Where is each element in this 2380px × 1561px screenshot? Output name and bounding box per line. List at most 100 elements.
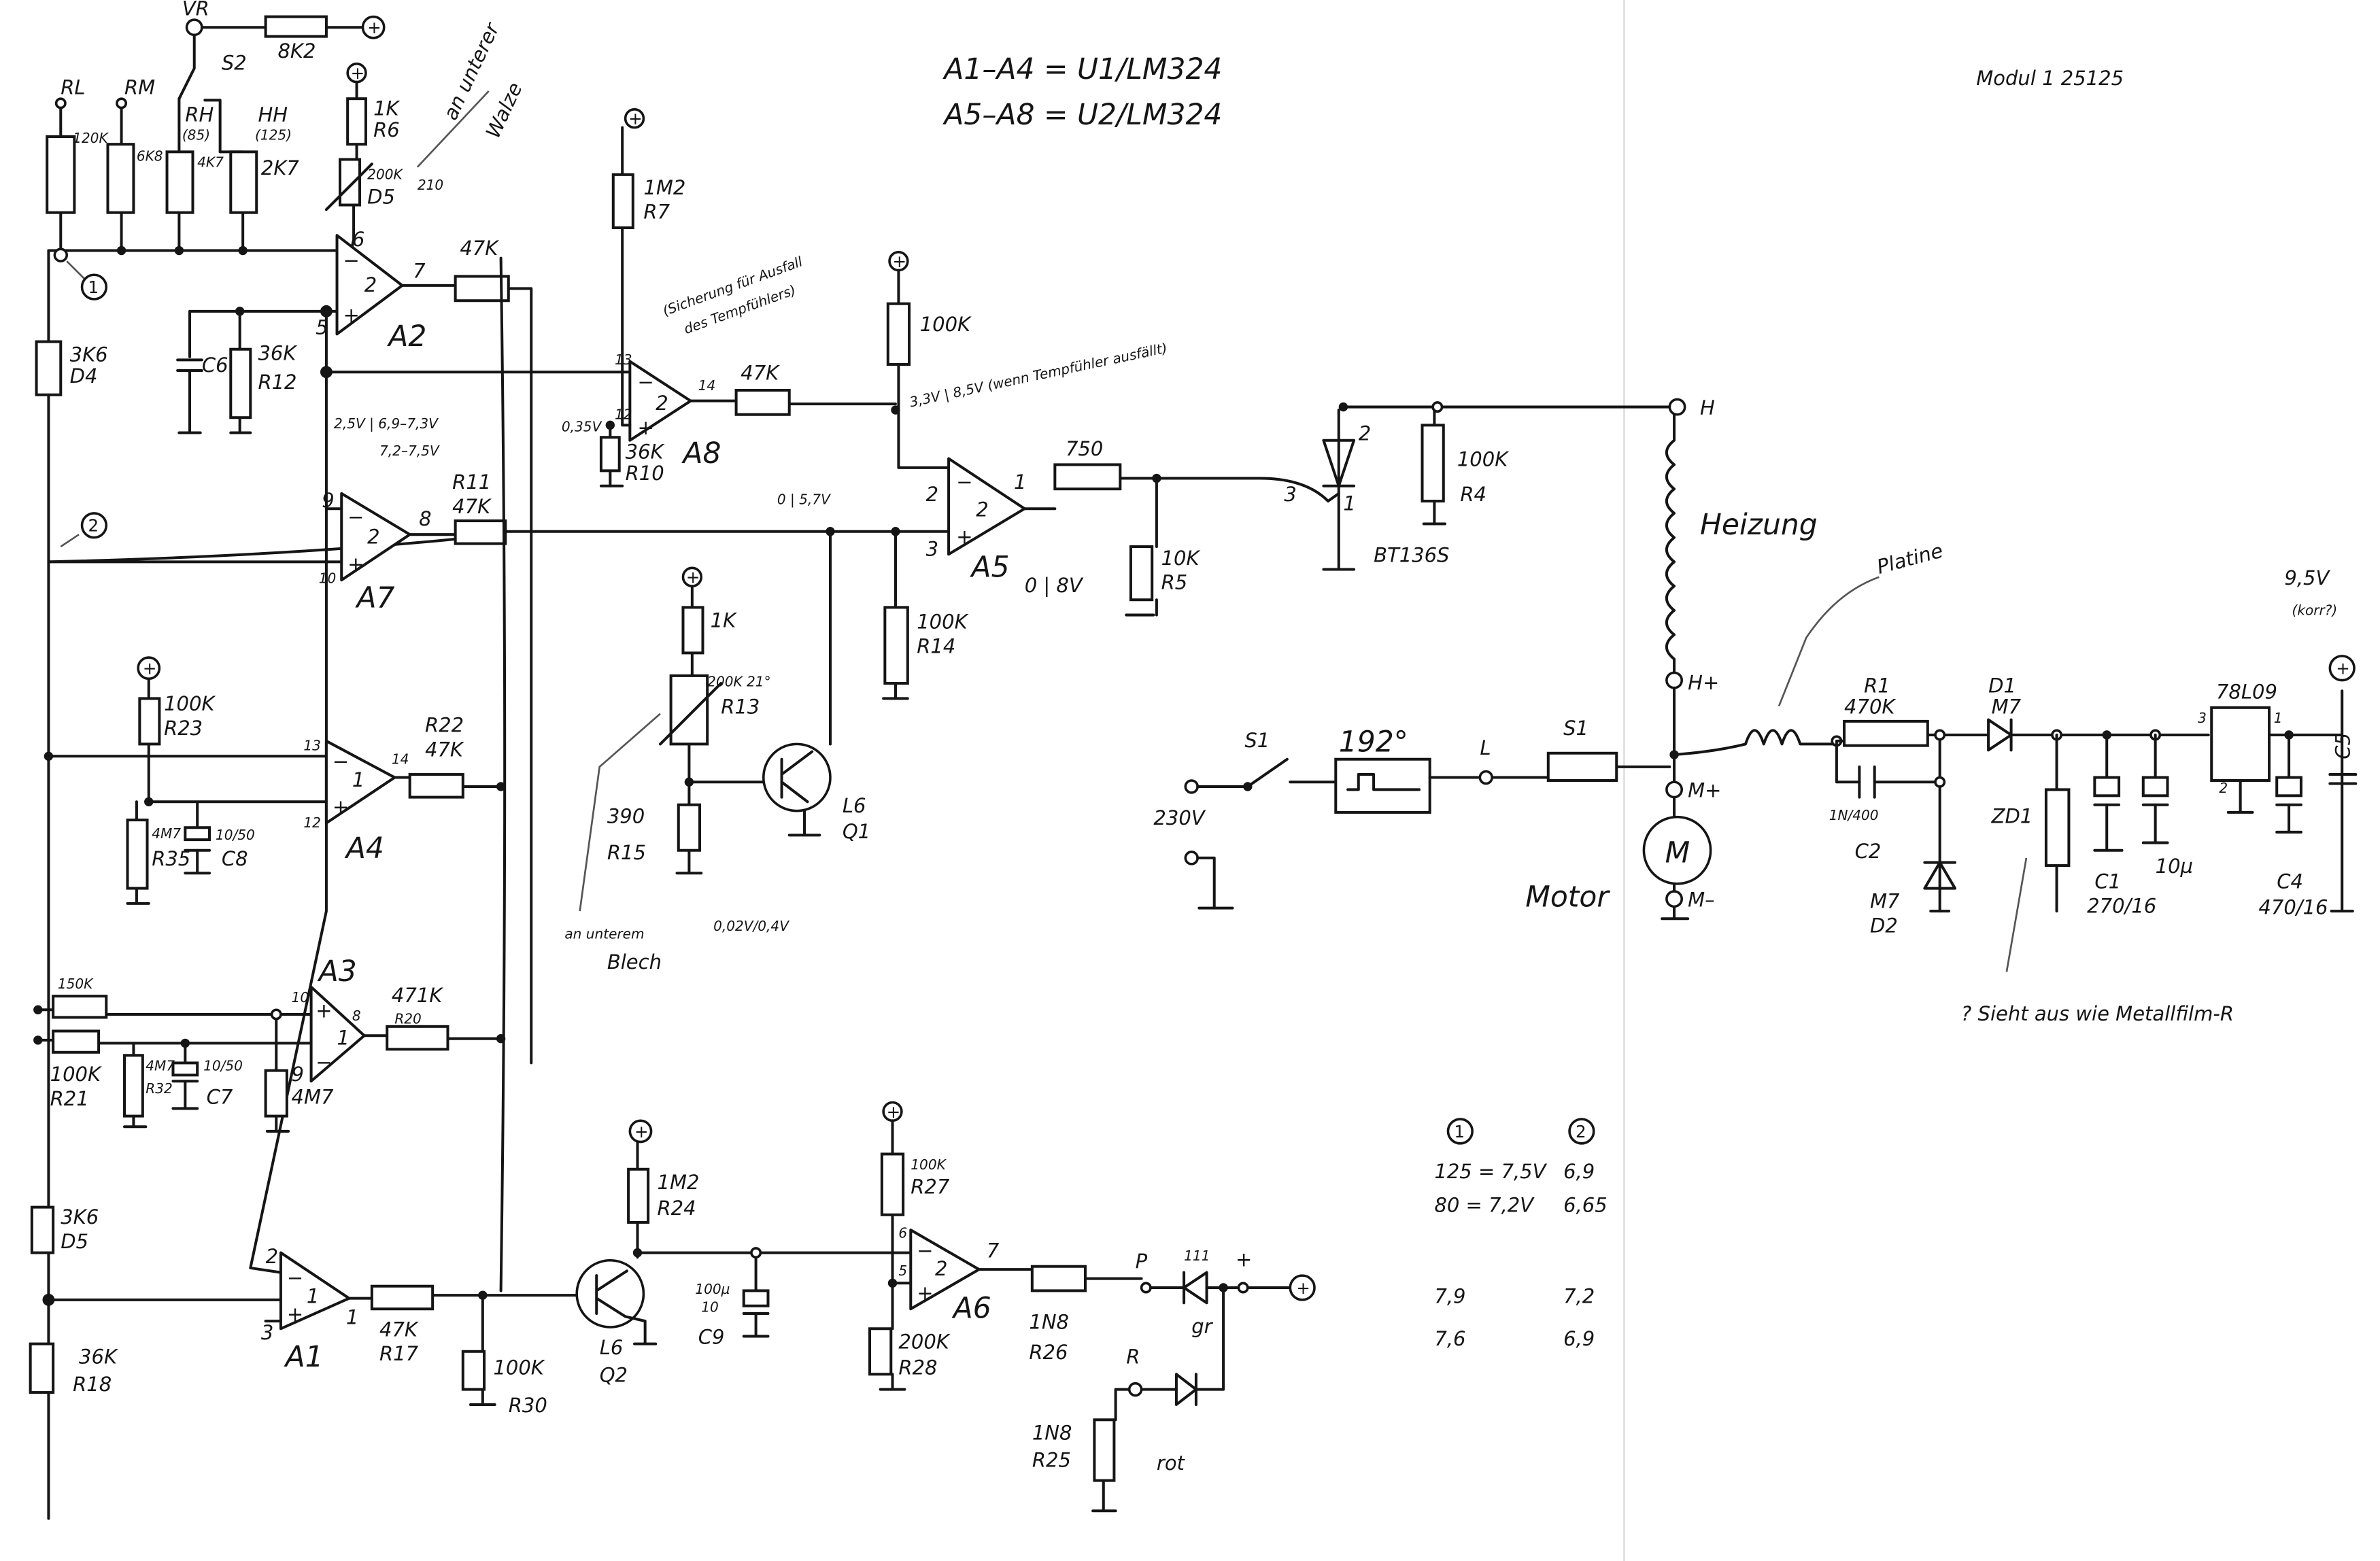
c9-value-2: 10 (701, 1299, 719, 1316)
table-cell: 7,6 (1434, 1327, 1465, 1350)
resistor-d5 (30, 1205, 55, 1254)
plus-symbol: + (628, 109, 643, 128)
r18-label: R18 (73, 1373, 112, 1396)
triac-pin-2: 2 (1359, 422, 1371, 445)
minus-sign: − (343, 249, 359, 272)
a2-unit: 2 (364, 273, 377, 296)
plus-supply-icon (361, 15, 386, 39)
plus-symbol: + (143, 659, 157, 679)
r6-label: R6 (373, 118, 400, 141)
rh-value: 4K7 (197, 154, 224, 171)
a7-unit: 2 (367, 526, 379, 549)
resistor-r12 (229, 347, 252, 419)
minus-sign: − (917, 1239, 933, 1262)
a7-pin-10: 10 (319, 570, 337, 587)
resistor-r21 (52, 1029, 101, 1054)
terminal-h (1668, 398, 1686, 416)
terminal-h-plus (1665, 671, 1683, 689)
terminal-m-minus (1665, 890, 1683, 908)
a4-label: A4 (344, 832, 384, 865)
rl-label: RL (61, 75, 85, 99)
table-cell: 7,9 (1434, 1284, 1465, 1307)
plus-symbol: + (367, 18, 381, 37)
r5-label: R5 (1161, 571, 1188, 594)
r28-label: R28 (898, 1356, 937, 1379)
metal-film-note: ? Sieht aus wie Metallfilm-R (1961, 1002, 2234, 1025)
a8-label: A8 (681, 437, 721, 470)
r6-value: 1K (373, 97, 400, 120)
c1-label: C1 (2094, 870, 2121, 893)
r32-label: R32 (146, 1080, 172, 1097)
vr-terminal (185, 18, 203, 37)
c8-value: 10/50 (216, 827, 255, 843)
capacitor-10u (2141, 776, 2169, 797)
led-green-top-label: 111 (1184, 1248, 1210, 1264)
minus-sign: − (316, 1050, 332, 1074)
c7-value: 10/50 (203, 1058, 243, 1074)
a2-voltage-2: 7,2–7,5V (379, 443, 440, 459)
terminal-plus-label: + (1236, 1248, 1252, 1271)
r27-value: 100K (911, 1156, 947, 1173)
a3-label: A3 (317, 955, 357, 989)
potentiometer-d5 (338, 158, 362, 207)
table-col-2: 2 (1576, 1122, 1586, 1142)
alarm-stage: L6 Q2 + 1M2 R24 100µ 10 C9 + 100K R27 20… (575, 1101, 1316, 1513)
heater-motor: H Heizung H+ M+ M M– Motor (1525, 396, 1818, 921)
fuse-s1 (1546, 751, 1618, 783)
r24-label: R24 (658, 1197, 696, 1220)
a1-label: A1 (284, 1341, 324, 1374)
led-red (1174, 1373, 1197, 1406)
plus-supply-icon (1289, 1274, 1316, 1301)
r22-label: R22 (425, 714, 464, 737)
thermostat-label: 192° (1339, 726, 1408, 759)
node-1-label: 1 (88, 277, 99, 297)
r25-label: R25 (1032, 1449, 1071, 1472)
a3-pin-10: 10 (292, 989, 309, 1006)
terminal-r-label: R (1126, 1345, 1140, 1369)
opamp-a2: − + 2 6 5 7 A2 47K C6 36K R12 2,5V | 6,9… (176, 228, 533, 1274)
r7-value: 1M2 (643, 176, 685, 199)
node-2-marker (80, 512, 108, 539)
r30-label: R30 (509, 1394, 547, 1417)
r23-label: R23 (164, 717, 203, 740)
resistor-a8-out (734, 388, 791, 416)
terminal-l-label: L (1480, 736, 1491, 759)
resistor-r25 (1093, 1418, 1116, 1482)
ic-assignment-1: A1–A4 = U1/LM324 (942, 53, 1222, 86)
opamp-a4: + 100K R23 4M7 R35 10/50 C8 − + 1 13 12 … (44, 256, 507, 1292)
sensor-rm (106, 143, 135, 214)
resistor-150k (52, 995, 108, 1019)
minus-sign: − (956, 470, 972, 494)
diode-d1 (1987, 718, 2210, 752)
plus-sign: + (343, 303, 359, 326)
r11-value: 47K (452, 495, 492, 518)
d5-pot-value: 200K (367, 167, 403, 183)
r21-value: 100K (50, 1063, 102, 1086)
r20-label: R20 (394, 1010, 421, 1027)
r14-label: R14 (917, 634, 955, 657)
zd1-label: ZD1 (1991, 805, 2033, 828)
thermostat-192 (1334, 757, 1431, 814)
table-cell: 80 = 7,2V (1434, 1193, 1535, 1216)
plus-supply-icon (628, 1119, 653, 1144)
sensor-rh (165, 150, 194, 214)
d1-label: D1 (1988, 674, 2016, 697)
table-cell: 125 = 7,5V (1434, 1160, 1547, 1183)
d2-value: M7 (1870, 890, 1900, 913)
r4-label: R4 (1460, 483, 1486, 506)
a2-voltage-1: 2,5V | 6,9–7,3V (334, 415, 439, 432)
r10-value: 36K (626, 440, 665, 463)
a1-pin-1: 1 (346, 1306, 358, 1329)
sensor-rl (46, 135, 76, 214)
resistor-r24 (627, 1167, 650, 1224)
motor-icon (1642, 815, 1712, 885)
a6-pin-6: 6 (898, 1224, 907, 1241)
resistor-r7 (611, 173, 634, 230)
mains-voltage-label: 230V (1153, 806, 1206, 829)
plus-supply-icon (624, 108, 645, 129)
regulator-pin-1: 1 (2274, 710, 2283, 726)
r21-label: R21 (50, 1087, 89, 1110)
q2-label: Q2 (600, 1363, 628, 1386)
a5-pin-2: 2 (926, 483, 938, 506)
resistor-r6 (346, 97, 367, 146)
